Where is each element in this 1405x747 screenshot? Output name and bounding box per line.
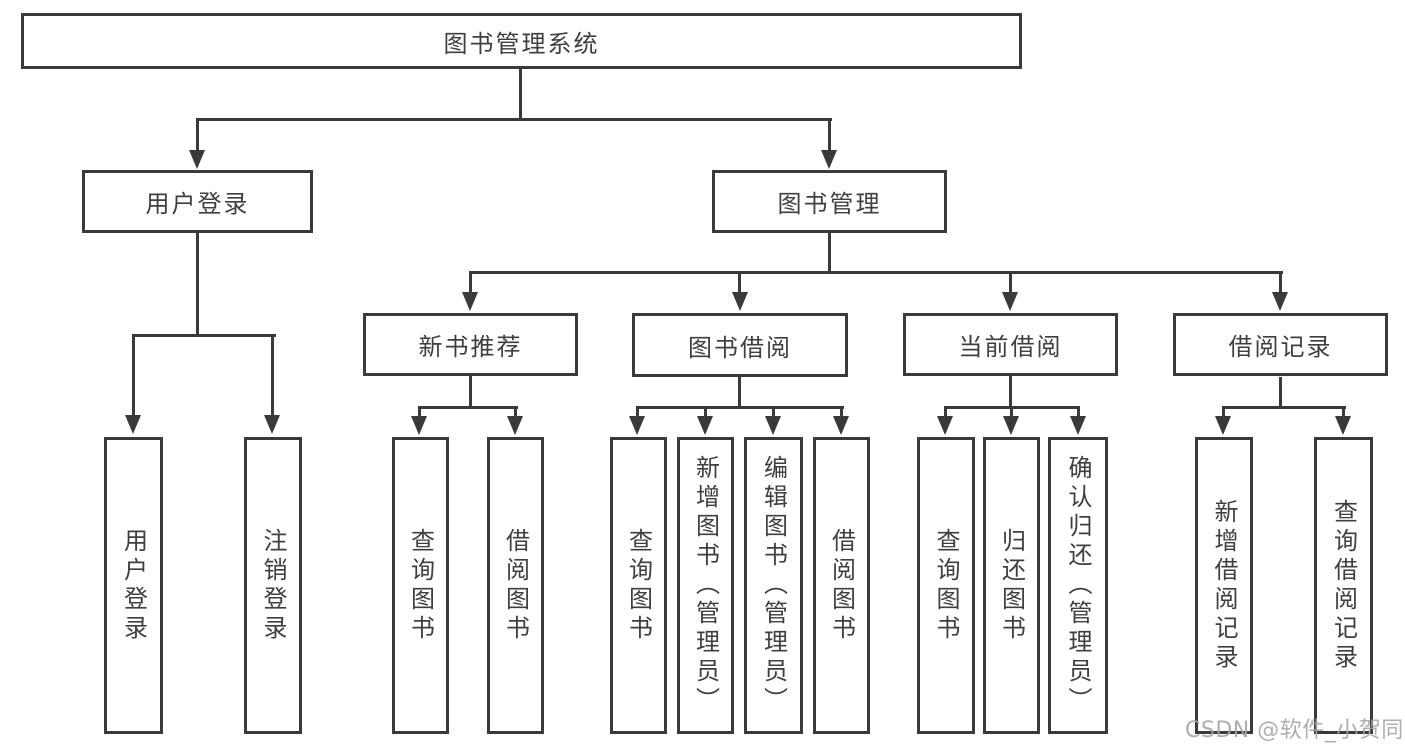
connector-cu-confirm-drop	[1077, 406, 1080, 418]
connector-nb-query-drop	[418, 406, 421, 418]
connector-bw-add-drop	[704, 406, 707, 418]
node-new-book-recommend: 新书推荐	[363, 313, 578, 376]
connector-cu-return-drop	[1010, 406, 1013, 418]
leaf-records-query-record: 查询借阅记录	[1314, 437, 1373, 734]
connector-root-stub	[519, 69, 522, 121]
arrowhead-bw-edit	[765, 416, 781, 435]
connector-mgmt-stub	[828, 233, 831, 274]
arrowhead-records	[1272, 292, 1288, 311]
leaf-current-query-books: 查询图书	[917, 437, 975, 734]
arrowhead-login	[189, 150, 205, 169]
arrowhead-mgmt	[821, 150, 837, 169]
connector-borrow-drop	[738, 271, 741, 295]
leaf-records-add-record: 新增借阅记录	[1195, 437, 1253, 734]
connector-login-stub	[196, 233, 199, 337]
arrowhead-cu-query	[937, 416, 953, 435]
node-borrowing-records: 借阅记录	[1173, 313, 1388, 376]
arrowhead-login-logout	[264, 415, 280, 434]
connector-l3-split	[469, 271, 1283, 274]
arrowhead-newbook	[462, 292, 478, 311]
connector-bw-query-drop	[636, 406, 639, 418]
connector-records-stub	[1279, 377, 1282, 409]
connector-login-user-drop	[132, 334, 135, 416]
arrowhead-nb-query	[411, 416, 427, 435]
leaf-borrow-borrow-books: 借阅图书	[813, 437, 870, 734]
connector-borrow-split	[636, 406, 844, 409]
arrowhead-nb-borrow	[507, 416, 523, 435]
connector-nb-borrow-drop	[514, 406, 517, 418]
connector-borrow-stub	[738, 377, 741, 409]
node-current-borrowing: 当前借阅	[903, 313, 1118, 376]
arrowhead-current	[1002, 292, 1018, 311]
leaf-newbook-query-books: 查询图书	[392, 437, 449, 734]
leaf-current-confirm-return-admin: 确认归还（管理员）	[1048, 437, 1108, 734]
leaf-borrow-add-books-admin: 新增图书（管理员）	[677, 437, 734, 734]
node-user-login: 用户登录	[82, 170, 313, 233]
connector-records-split	[1222, 406, 1346, 409]
arrowhead-re-query	[1335, 416, 1351, 435]
leaf-logout: 注销登录	[244, 437, 302, 734]
arrowhead-bw-query	[629, 416, 645, 435]
leaf-borrow-edit-books-admin: 编辑图书（管理员）	[744, 437, 803, 734]
leaf-borrow-query-books: 查询图书	[610, 437, 667, 734]
connector-newbook-split	[418, 406, 518, 409]
connector-newbook-stub	[469, 376, 472, 409]
node-book-management: 图书管理	[712, 170, 947, 233]
connector-bw-borrow-drop	[840, 406, 843, 418]
connector-cu-query-drop	[944, 406, 947, 418]
node-book-borrowing: 图书借阅	[632, 313, 848, 377]
arrowhead-cu-confirm	[1070, 416, 1086, 435]
csdn-watermark: CSDN @软件_小贺同学	[1185, 718, 1405, 743]
connector-bw-edit-drop	[772, 406, 775, 418]
node-library-system: 图书管理系统	[21, 13, 1022, 69]
connector-login-drop	[196, 118, 199, 152]
connector-current-stub	[1009, 376, 1012, 409]
connector-records-drop	[1279, 271, 1282, 295]
arrowhead-login-user	[125, 415, 141, 434]
connector-login-split	[132, 334, 276, 337]
arrowhead-re-add	[1215, 416, 1231, 435]
connector-login-logout-drop	[271, 334, 274, 416]
connector-mgmt-drop	[828, 118, 831, 152]
connector-newbook-drop	[469, 271, 472, 295]
arrowhead-borrow	[732, 292, 748, 311]
arrowhead-cu-return	[1003, 416, 1019, 435]
arrowhead-bw-borrow	[833, 416, 849, 435]
connector-re-add-drop	[1222, 406, 1225, 418]
leaf-current-return-books: 归还图书	[983, 437, 1040, 734]
connector-current-drop	[1009, 271, 1012, 295]
leaf-newbook-borrow-books: 借阅图书	[487, 437, 544, 734]
connector-l2-split	[196, 118, 832, 121]
arrowhead-bw-add	[697, 416, 713, 435]
leaf-user-login: 用户登录	[104, 437, 163, 734]
connector-re-query-drop	[1342, 406, 1345, 418]
